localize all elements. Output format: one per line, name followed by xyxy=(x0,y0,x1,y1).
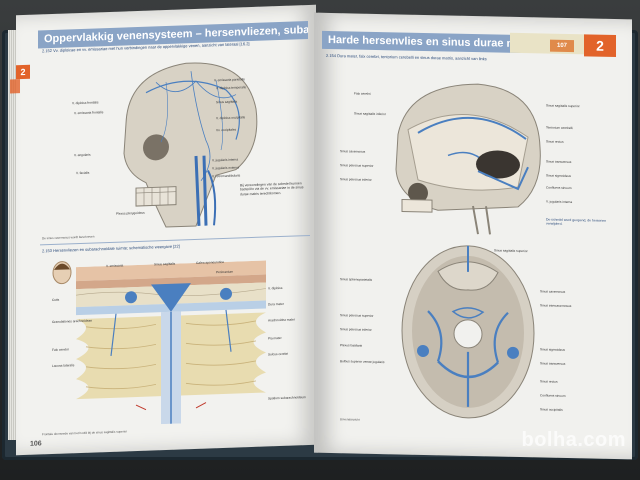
r-fig2-label-5: Sinus petrosus inferior xyxy=(340,327,372,332)
r-fig1-label-3: Sinus cavernosus xyxy=(340,149,366,154)
right-header: Harde hersenvlies en sinus durae matris xyxy=(322,30,522,54)
fig2-label-13: Lacuna lateralis xyxy=(52,363,75,368)
r-fig2-label-9: Confluens sinuum xyxy=(540,393,566,398)
r-fig2-label-3: Sinus intercavernosus xyxy=(540,303,572,309)
r-fig1-label-9: V. jugularis interna xyxy=(546,199,573,205)
r-fig2-label-7: Sinus transversus xyxy=(540,361,566,366)
fig2-label-3: Cutis xyxy=(52,297,60,302)
r-fig2-label-6: Sinus sigmoideus xyxy=(540,347,565,352)
r-fig2-footer: Bovenaanzicht xyxy=(340,417,360,422)
r-fig1-label-7: Sinus sigmoideus xyxy=(546,173,571,179)
r-fig1-label-6: Sinus transversus xyxy=(546,159,572,165)
r-fig1-label-2: Sinus sagittalis superior xyxy=(546,103,580,109)
fig2-label-10: Falx cerebri xyxy=(52,347,69,352)
r-fig1-label-5: Tentorium cerebelli xyxy=(546,125,573,131)
skull-base-sinuses-illustration xyxy=(401,245,535,419)
r-fig2-label-2: Sinus cavernosus xyxy=(540,289,566,294)
r-fig2-label-10: Plexus basilaris xyxy=(340,343,363,348)
fig2-caption: 2.153 Hersenvliezen en subarachnoïdale r… xyxy=(42,243,180,254)
opened-skull-dura-illustration xyxy=(395,83,541,235)
fig2-footer: Frontale doorsnede van het hoofd bij de … xyxy=(42,429,128,437)
fig2-label-11: Spatium subarachnoideum xyxy=(268,395,306,401)
r-fig1-caption: 2.154 Dura mater, falx cerebri, tentoriu… xyxy=(326,52,487,62)
fig2-label-12: Sulcus cerebri xyxy=(268,351,289,357)
fig1-label-6: V. facialis xyxy=(76,170,90,176)
r-fig1-note: De schedel werd geopend, de hersenen ver… xyxy=(546,217,607,227)
fig1-label-2: V. diploica frontalis xyxy=(72,100,99,106)
fig2-label-9: Pia mater xyxy=(268,335,282,341)
fig1-footer: De sinus cavernosus wordt beschreven xyxy=(42,234,95,241)
r-fig2-label-8: Sinus rectus xyxy=(540,379,558,384)
fig2-label-4: Pericranium xyxy=(216,269,234,275)
r-fig2-label-4: Sinus petrosus superior xyxy=(340,313,374,318)
r-fig1-label-10: Sinus petrosus superior xyxy=(340,163,374,168)
r-fig2-label-1: Sinus sphenoparietalis xyxy=(340,277,373,282)
r-fig2-label-12: Bulbus superior venae jugularis xyxy=(340,359,385,365)
fig1-label-10: Vv. occipitales xyxy=(216,127,237,133)
fig2-label-7: Arachnoidea mater xyxy=(268,317,295,323)
fig2-label-5: V. diploica xyxy=(268,285,283,291)
r-fig2-label-0: Sinus sagittalis superior xyxy=(494,248,528,254)
section-tab-left-2 xyxy=(10,79,20,94)
skull-lateral-illustration xyxy=(123,62,258,228)
meninges-cross-section-illustration xyxy=(76,260,266,425)
r-fig1-label-11: Sinus petrosus inferior xyxy=(340,177,372,182)
r-fig1-label-4: Sinus rectus xyxy=(546,139,564,144)
fig2-label-6: Dura mater xyxy=(268,301,284,307)
left-page-number: 106 xyxy=(30,440,42,448)
r-fig2-label-11: Sinus occipitalis xyxy=(540,407,563,412)
section-tab-right: 2 xyxy=(584,34,616,57)
fig1-label-4: Sinus sagittalis xyxy=(216,99,238,105)
fig1-clinical-note: Bij verwondingen van de schedel kunnen b… xyxy=(240,181,304,197)
left-page: 2 Oppervlakkig venensysteem – hersenvlie… xyxy=(10,4,316,456)
tab-small: 107 xyxy=(550,39,574,53)
fig2-label-1: Sinus sagittalis xyxy=(154,261,176,267)
fig1-label-5: V. angularis xyxy=(74,152,91,158)
tab-strip xyxy=(510,32,586,55)
r-fig1-label-1: Sinus sagittalis inferior xyxy=(354,111,386,117)
r-fig1-label-0: Falx cerebri xyxy=(354,91,371,96)
fig2-label-0: V. emissaria xyxy=(106,263,124,269)
watermark: bolha.com xyxy=(521,429,626,451)
right-page: Harde hersenvlies en sinus durae matris … xyxy=(314,12,632,460)
r-fig1-label-8: Confluens sinuum xyxy=(546,185,572,191)
section-tab-left: 2 xyxy=(16,64,30,80)
head-orientation-thumbnail xyxy=(52,261,72,285)
